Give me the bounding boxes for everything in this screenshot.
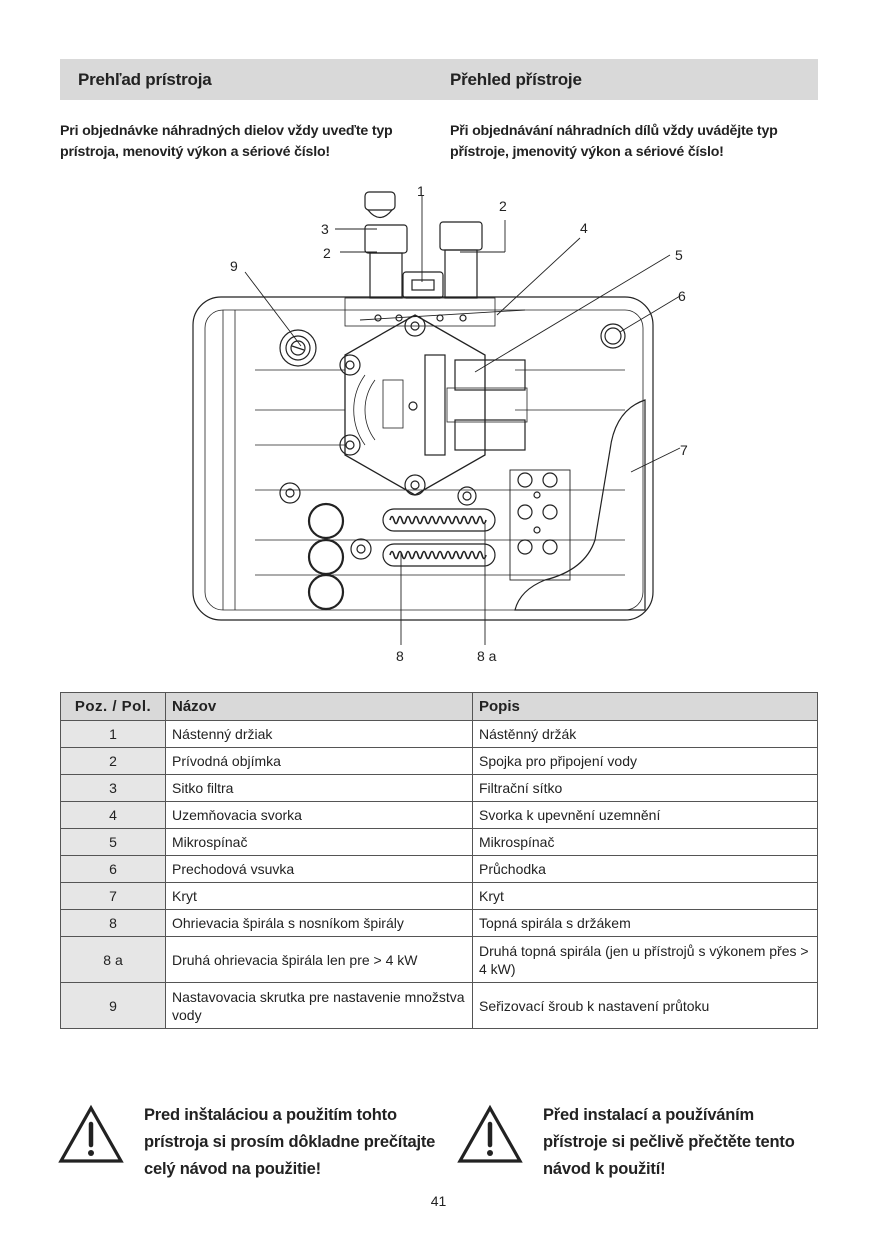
description-cell: Topná spirála s držákem [472, 909, 818, 937]
description-cell: Filtrační sítko [472, 774, 818, 802]
warning-sk-line3: celý návod na použitie! [144, 1160, 321, 1178]
warning-cz-line3: návod k použití! [543, 1160, 666, 1178]
table-header-row: Poz. / Pol. Názov Popis [60, 692, 818, 721]
callout-2-left: 2 [323, 245, 331, 261]
warning-triangle-icon [457, 1104, 523, 1163]
name-cell: Mikrospínač [165, 828, 473, 856]
position-cell: 7 [60, 882, 166, 910]
terminal-block [509, 469, 571, 581]
warning-cz: Před instalací a používáním přístroje si… [457, 1102, 795, 1183]
callout-3: 3 [321, 221, 329, 237]
warning-cz-line2: přístroje si pečlivě přečtěte tento [543, 1133, 795, 1151]
intro-sk: Pri objednávke náhradných dielov vždy uv… [60, 121, 393, 163]
header-title-sk: Prehľad prístroja [78, 70, 212, 89]
table-row: 2 Prívodná objímka Spojka pro připojení … [60, 747, 818, 775]
column-header-name: Názov [165, 692, 473, 721]
table-row: 9 Nastavovacia skrutka pre nastavenie mn… [60, 982, 818, 1029]
position-cell: 8 a [60, 936, 166, 983]
intro-cz: Při objednávání náhradních dílů vždy uvá… [450, 121, 778, 163]
table-row: 6 Prechodová vsuvka Průchodka [60, 855, 818, 883]
intro-sk-line2: prístroja, menovitý výkon a sériové čísl… [60, 144, 330, 160]
page-number: 41 [430, 1193, 447, 1209]
housing-inner [204, 309, 644, 611]
grommet [600, 323, 626, 349]
intro-cz-line1: Při objednávání náhradních dílů vždy uvá… [450, 123, 778, 139]
intro-sk-line1: Pri objednávke náhradných dielov vždy uv… [60, 123, 393, 139]
table-row: 7 Kryt Kryt [60, 882, 818, 910]
warning-sk-line2: prístroja si prosím dôkladne prečítajte [144, 1133, 436, 1151]
housing-outline [192, 296, 654, 621]
heater-block [344, 314, 486, 496]
callout-8a: 8 a [477, 648, 497, 664]
position-cell: 9 [60, 982, 166, 1029]
position-cell: 5 [60, 828, 166, 856]
warning-text-cz: Před instalací a používáním přístroje si… [543, 1102, 795, 1183]
device-diagram: 1 2 3 2 4 5 6 7 8 8 a 9 [192, 183, 688, 664]
warning-sk: Pred inštaláciou a použitím tohto prístr… [58, 1102, 435, 1183]
warning-text-sk: Pred inštaláciou a použitím tohto prístr… [144, 1102, 435, 1183]
callout-8: 8 [396, 648, 404, 664]
table-row: 3 Sitko filtra Filtrační sítko [60, 774, 818, 802]
water-coupling-right [439, 221, 483, 251]
position-cell: 4 [60, 801, 166, 829]
table-row: 1 Nástenný držiak Nástěnný držák [60, 720, 818, 748]
grounding-clamp [359, 309, 526, 321]
warning-triangle-icon [58, 1104, 124, 1163]
callout-1: 1 [417, 183, 425, 199]
description-cell: Seřizovací šroub k nastavení průtoku [472, 982, 818, 1029]
callout-5: 5 [675, 247, 683, 263]
name-cell: Druhá ohrievacia špirála len pre > 4 kW [165, 936, 473, 983]
filter-sieve [367, 209, 393, 219]
heater-spiral-second [382, 543, 496, 567]
table-row: 8 a Druhá ohrievacia špirála len pre > 4… [60, 936, 818, 983]
name-cell: Nastavovacia skrutka pre nastavenie množ… [165, 982, 473, 1029]
heater-spiral [382, 508, 496, 532]
column-header-position: Poz. / Pol. [60, 692, 166, 721]
intro-cz-line2: přístroje, jmenovitý výkon a sériové čís… [450, 144, 724, 160]
callout-7: 7 [680, 442, 688, 458]
table-row: 4 Uzemňovacia svorka Svorka k upevnění u… [60, 801, 818, 829]
column-header-description: Popis [472, 692, 818, 721]
description-cell: Svorka k upevnění uzemnění [472, 801, 818, 829]
parts-table: Poz. / Pol. Názov Popis 1 Nástenný držia… [60, 692, 818, 1029]
description-cell: Mikrospínač [472, 828, 818, 856]
callout-9: 9 [230, 258, 238, 274]
warning-cz-line1: Před instalací a používáním [543, 1106, 755, 1124]
filter-cap [364, 191, 396, 211]
name-cell: Prechodová vsuvka [165, 855, 473, 883]
header-band [60, 59, 818, 100]
position-cell: 8 [60, 909, 166, 937]
warning-sk-line1: Pred inštaláciou a použitím tohto [144, 1106, 397, 1124]
adjust-screw [279, 329, 317, 367]
position-cell: 6 [60, 855, 166, 883]
description-cell: Průchodka [472, 855, 818, 883]
position-cell: 1 [60, 720, 166, 748]
position-cell: 2 [60, 747, 166, 775]
cover [514, 399, 646, 611]
name-cell: Prívodná objímka [165, 747, 473, 775]
name-cell: Uzemňovacia svorka [165, 801, 473, 829]
table-row: 8 Ohrievacia špirála s nosníkom špirály … [60, 909, 818, 937]
callout-6: 6 [678, 288, 686, 304]
micro-switch [454, 359, 526, 391]
wall-bracket [402, 271, 444, 299]
name-cell: Kryt [165, 882, 473, 910]
table-row: 5 Mikrospínač Mikrospínač [60, 828, 818, 856]
position-cell: 3 [60, 774, 166, 802]
description-cell: Druhá topná spirála (jen u přístrojů s v… [472, 936, 818, 983]
description-cell: Kryt [472, 882, 818, 910]
callout-2-right: 2 [499, 198, 507, 214]
callout-4: 4 [580, 220, 588, 236]
description-cell: Nástěnný držák [472, 720, 818, 748]
header-title-cz: Přehled přístroje [450, 70, 582, 89]
name-cell: Sitko filtra [165, 774, 473, 802]
name-cell: Ohrievacia špirála s nosníkom špirály [165, 909, 473, 937]
description-cell: Spojka pro připojení vody [472, 747, 818, 775]
name-cell: Nástenný držiak [165, 720, 473, 748]
